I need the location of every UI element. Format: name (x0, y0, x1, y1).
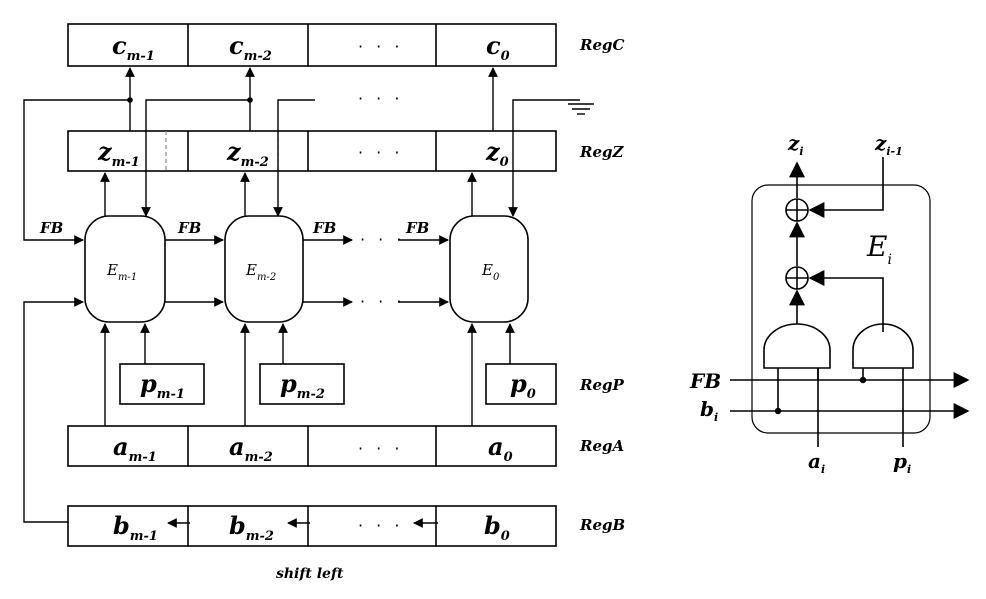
register-c: cm-1 cm-2 c0 · · · RegC (67, 23, 624, 67)
svg-text:c0: c0 (486, 31, 510, 64)
svg-text:bm-2: bm-2 (229, 511, 274, 544)
svg-text:p0: p0 (510, 369, 536, 402)
regc-label: RegC (579, 36, 624, 54)
svg-text:FB: FB (39, 219, 63, 237)
svg-text:· · ·: · · · (360, 292, 405, 311)
z-to-c-wiring (23, 67, 594, 245)
svg-text:E0: E0 (481, 261, 500, 283)
svg-text:pm-2: pm-2 (280, 369, 325, 402)
svg-text:zm-2: zm-2 (226, 137, 269, 170)
svg-text:FB: FB (405, 219, 429, 237)
regp-label: RegP (579, 376, 624, 394)
regz-ellipsis: · · · (358, 143, 403, 162)
svg-text:am-2: am-2 (229, 432, 273, 465)
svg-text:cm-1: cm-1 (112, 31, 155, 64)
fb-lines: FB FB FB · · · FB · · · (23, 219, 449, 523)
svg-text:pm-1: pm-1 (140, 369, 185, 402)
regc-ellipsis: · · · (358, 37, 403, 56)
register-p: pm-1 pm-2 p0 RegP (119, 323, 624, 405)
svg-text:bi: bi (700, 397, 718, 424)
svg-text:· · ·: · · · (358, 516, 403, 535)
svg-text:a0: a0 (488, 432, 513, 465)
svg-text:Em-1: Em-1 (106, 261, 137, 283)
svg-text:z0: z0 (485, 137, 509, 170)
cell-detail: Ei zi zi-1 FB bi (689, 131, 970, 476)
rega-label: RegA (579, 437, 624, 455)
svg-text:Ei: Ei (866, 230, 892, 268)
svg-text:FB: FB (312, 219, 336, 237)
mid-ellipsis: · · · (358, 89, 403, 108)
svg-text:zm-1: zm-1 (97, 137, 140, 170)
regb-label: RegB (579, 516, 625, 534)
shift-caption: shift left (276, 566, 344, 582)
svg-text:b0: b0 (484, 511, 510, 544)
svg-text:zi: zi (787, 131, 804, 158)
svg-text:Em-2: Em-2 (245, 261, 276, 283)
register-a: am-1 am-2 a0 · · · RegA (67, 323, 624, 467)
c-0-base: c (486, 31, 501, 60)
e-to-z-wires (100, 172, 477, 216)
svg-text:am-1: am-1 (113, 432, 157, 465)
svg-text:· · ·: · · · (358, 439, 403, 458)
svg-text:· · ·: · · · (360, 230, 405, 249)
c-m1-base: c (112, 31, 127, 60)
svg-text:ai: ai (808, 449, 825, 476)
svg-text:pi: pi (893, 449, 911, 476)
e-cells: Em-1 Em-2 E0 (84, 215, 529, 323)
svg-text:FB: FB (177, 219, 201, 237)
svg-text:cm-2: cm-2 (229, 31, 272, 64)
register-z: zm-1 zm-2 z0 · · · RegZ (67, 130, 624, 172)
svg-text:bm-1: bm-1 (113, 511, 158, 544)
regz-label: RegZ (579, 143, 624, 161)
svg-text:FB: FB (689, 369, 721, 393)
svg-text:zi-1: zi-1 (874, 131, 903, 158)
register-b: bm-1 bm-2 b0 · · · RegB shift left (67, 505, 625, 582)
c-m2-base: c (229, 31, 244, 60)
